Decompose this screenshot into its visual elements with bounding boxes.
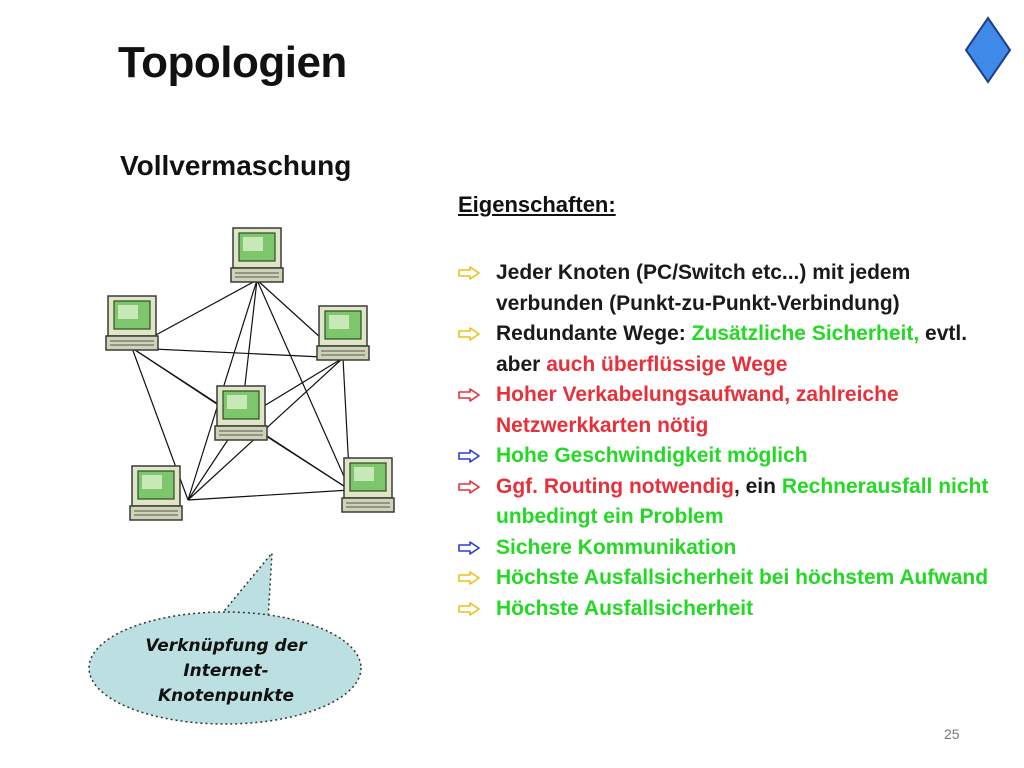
- property-item: Jeder Knoten (PC/Switch etc...) mit jede…: [458, 258, 998, 319]
- property-text: Zusätzliche Sicherheit,: [691, 322, 920, 345]
- property-text: auch überflüssige Wege: [546, 352, 788, 376]
- computer-icon: [316, 305, 370, 361]
- property-item: Hoher Verkabelungsaufwand, zahlreiche Ne…: [458, 380, 998, 441]
- slide-title: Topologien: [118, 38, 347, 87]
- property-item: Ggf. Routing notwendig, ein Rechnerausfa…: [458, 472, 998, 533]
- property-text: evtl. aber: [496, 322, 968, 376]
- properties-heading: Eigenschaften:: [458, 192, 616, 217]
- arrow-bullet-icon: [458, 540, 480, 555]
- computer-icon: [214, 385, 268, 441]
- arrow-bullet-icon: [458, 601, 480, 616]
- slide-subtitle: Vollvermaschung: [120, 150, 352, 181]
- property-text: Sichere Kommunikation: [496, 535, 737, 559]
- property-item: Hohe Geschwindigkeit möglich: [458, 441, 998, 472]
- mesh-network-diagram: [105, 227, 395, 521]
- properties-list: Jeder Knoten (PC/Switch etc...) mit jede…: [458, 258, 998, 624]
- property-item: Sichere Kommunikation: [458, 533, 998, 564]
- arrow-bullet-icon: [458, 388, 480, 402]
- computer-icon: [341, 457, 395, 513]
- computer-icon: [105, 295, 159, 351]
- property-item: Redundante Wege: Zusätzliche Sicherheit,…: [458, 319, 998, 380]
- property-text: Redundante Wege:: [496, 322, 692, 345]
- property-text: Hohe Geschwindigkeit möglich: [496, 444, 808, 467]
- property-item: Höchste Ausfallsicherheit: [458, 594, 998, 625]
- property-text: Jeder Knoten (PC/Switch etc...) mit jede…: [496, 261, 911, 315]
- page-number: 25: [944, 726, 960, 742]
- computer-icon: [230, 227, 284, 283]
- property-text: Ggf. Routing notwendig: [496, 474, 734, 498]
- computer-icon: [129, 465, 183, 521]
- property-item: Höchste Ausfallsicherheit bei höchstem A…: [458, 563, 998, 594]
- property-text: , ein: [733, 474, 782, 498]
- arrow-bullet-icon: [458, 449, 480, 463]
- callout-text: Verknüpfung der Internet- Knotenpunkte: [145, 636, 307, 706]
- arrow-bullet-icon: [458, 571, 480, 585]
- arrow-bullet-icon: [458, 327, 480, 341]
- diamond-icon: [964, 16, 1012, 84]
- property-text: Hoher Verkabelungsaufwand, zahlreiche Ne…: [496, 383, 899, 437]
- arrow-bullet-icon: [458, 479, 480, 494]
- callout-bubble: [88, 550, 362, 725]
- property-text: Höchste Ausfallsicherheit bei höchstem A…: [496, 566, 989, 589]
- arrow-bullet-icon: [458, 266, 480, 280]
- property-text: Rechnerausfall nicht unbedingt ein Probl…: [496, 474, 989, 529]
- property-text: Höchste Ausfallsicherheit: [496, 596, 754, 620]
